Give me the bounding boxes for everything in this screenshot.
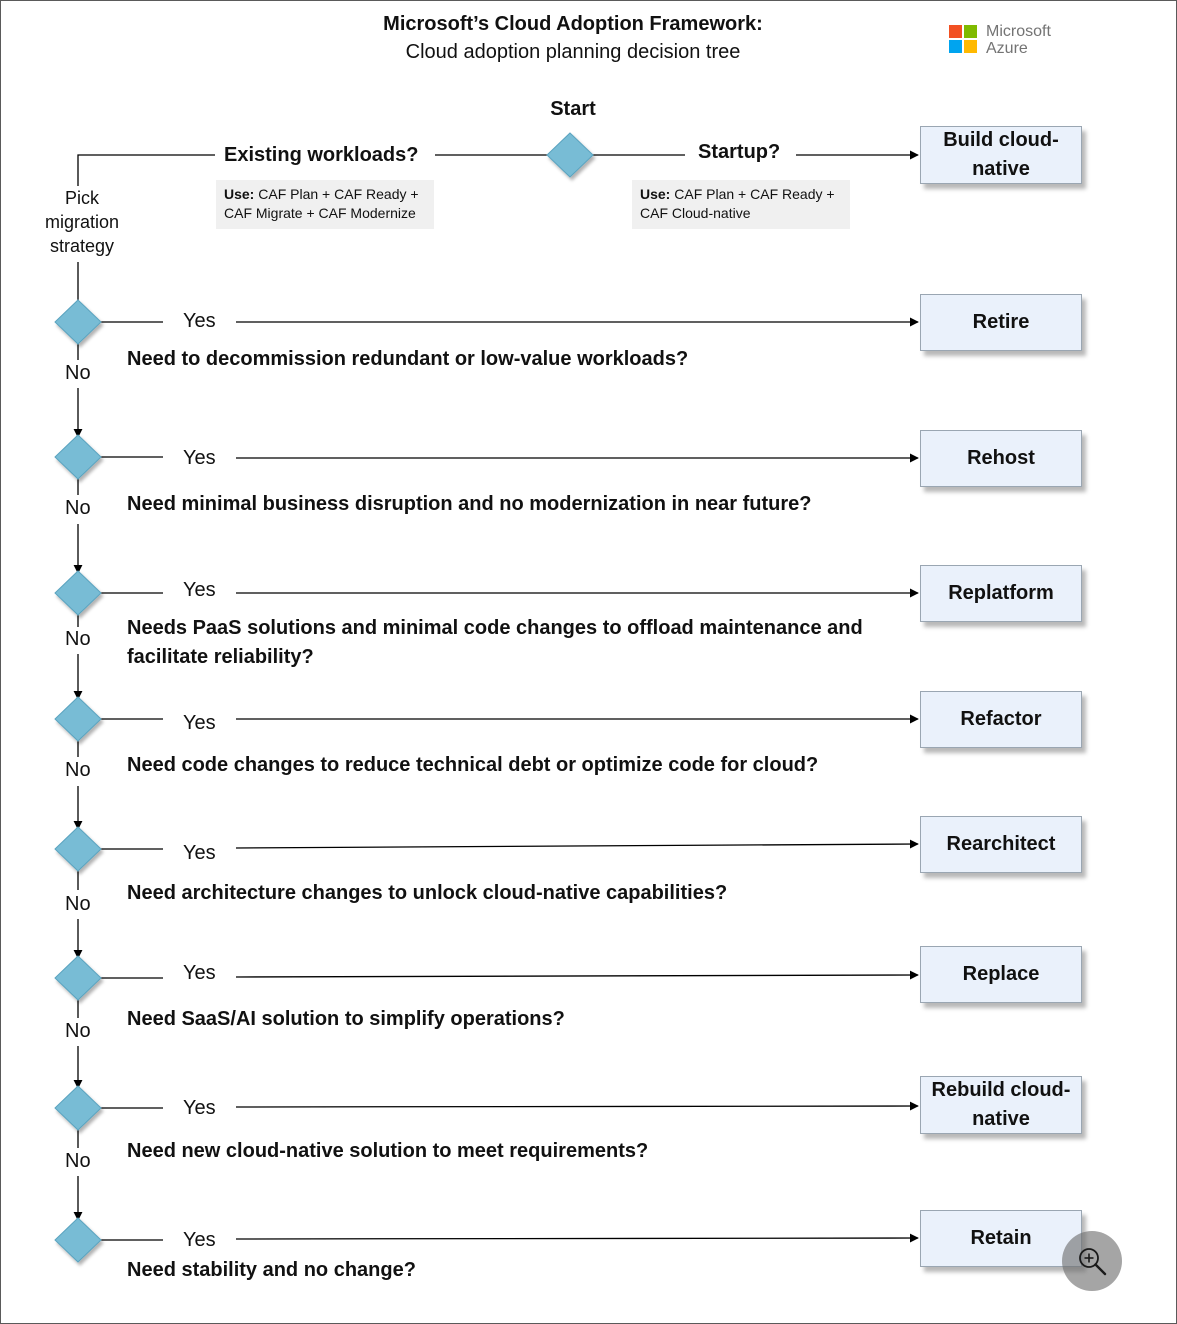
zoom-button[interactable]: [1062, 1231, 1122, 1291]
startup-use-line1: Use: CAF Plan + CAF Ready +: [640, 185, 842, 204]
question-3: Needs PaaS solutions and minimal code ch…: [127, 617, 863, 668]
decision-diamond-4: [54, 696, 102, 742]
pick-line2: migration: [44, 212, 120, 232]
zoom-in-icon: [1079, 1248, 1107, 1276]
yes-connector-7b: [235, 1101, 919, 1111]
startup-use-box: Use: CAF Plan + CAF Ready + CAF Cloud-na…: [632, 180, 850, 229]
yes-label: Yes: [183, 447, 216, 469]
question-2: Need minimal business disruption and no …: [127, 493, 812, 515]
yes-label: Yes: [183, 1097, 216, 1119]
pick-migration-strategy-label: Pick migration strategy: [30, 186, 134, 258]
existing-use-line1: Use: CAF Plan + CAF Ready +: [224, 185, 426, 204]
yes-label: Yes: [183, 310, 216, 332]
pick-line1: Pick: [64, 188, 99, 208]
logo-red-square: [949, 25, 962, 38]
outcome-rehost: Rehost: [920, 430, 1082, 487]
existing-workloads-label: Existing workloads?: [224, 144, 419, 166]
outcome-rebuild-cloud-native: Rebuild cloud- native: [920, 1076, 1082, 1134]
logo-green-square: [964, 25, 977, 38]
decision-diamond-7: [54, 1085, 102, 1131]
start-label: Start: [550, 98, 596, 120]
yes-label: Yes: [183, 579, 216, 601]
no-label: No: [65, 893, 91, 915]
existing-use-line2: CAF Migrate + CAF Modernize: [224, 205, 416, 221]
question-8: Need stability and no change?: [127, 1259, 416, 1281]
pick-line3: strategy: [49, 236, 115, 256]
outcome-build-line2: native: [972, 158, 1030, 180]
startup-use-text1: CAF Plan + CAF Ready +: [674, 186, 835, 202]
existing-use-text1: CAF Plan + CAF Ready +: [258, 186, 419, 202]
yes-label: Yes: [183, 842, 216, 864]
logo-yellow-square: [964, 40, 977, 53]
existing-use-box: Use: CAF Plan + CAF Ready + CAF Migrate …: [216, 180, 434, 229]
no-label: No: [65, 1150, 91, 1172]
question-7: Need new cloud-native solution to meet r…: [127, 1140, 649, 1162]
diagram-title: Microsoft’s Cloud Adoption Framework:: [383, 13, 763, 35]
connector-existing-pick: [77, 154, 215, 186]
decision-diamond-3: [54, 570, 102, 616]
yes-connector-8b: [235, 1233, 919, 1243]
question-6: Need SaaS/AI solution to simplify operat…: [127, 1008, 565, 1030]
logo-line2: Azure: [986, 40, 1028, 57]
decision-diamond-6: [54, 955, 102, 1001]
startup-use-prefix: Use:: [640, 186, 671, 202]
outcome-refactor: Refactor: [920, 691, 1082, 748]
no-label: No: [65, 759, 91, 781]
outcome-rebuild-line2: native: [972, 1108, 1030, 1130]
outcome-rebuild-line1: Rebuild cloud-: [931, 1079, 1071, 1101]
yes-connector-6b: [235, 970, 919, 980]
decision-diamond-1: [54, 299, 102, 345]
no-label: No: [65, 1020, 91, 1042]
outcome-build-line1: Build cloud-: [943, 129, 1059, 151]
yes-label: Yes: [183, 1229, 216, 1251]
start-decision-diamond: [546, 132, 594, 178]
outcome-replatform: Replatform: [920, 565, 1082, 622]
outcome-replace: Replace: [920, 946, 1082, 1003]
logo-line1: Microsoft: [986, 23, 1051, 40]
question-4: Need code changes to reduce technical de…: [127, 754, 819, 776]
no-label: No: [65, 628, 91, 650]
existing-use-prefix: Use:: [224, 186, 255, 202]
yes-label: Yes: [183, 712, 216, 734]
decision-diamond-8: [54, 1217, 102, 1263]
outcome-rearchitect: Rearchitect: [920, 816, 1082, 873]
diagram-subtitle: Cloud adoption planning decision tree: [405, 41, 741, 63]
logo-blue-square: [949, 40, 962, 53]
question-5: Need architecture changes to unlock clou…: [127, 882, 728, 904]
yes-connector-5b: [235, 839, 919, 849]
decision-diamond-5: [54, 826, 102, 872]
no-label: No: [65, 362, 91, 384]
startup-label: Startup?: [698, 141, 781, 163]
outcome-retain: Retain: [920, 1210, 1082, 1267]
startup-use-line2: CAF Cloud-native: [640, 205, 751, 221]
no-label: No: [65, 497, 91, 519]
yes-label: Yes: [183, 962, 216, 984]
decision-diamond-2: [54, 434, 102, 480]
outcome-retire: Retire: [920, 294, 1082, 351]
outcome-build-cloud-native: Build cloud- native: [920, 126, 1082, 184]
question-1: Need to decommission redundant or low-va…: [127, 348, 689, 370]
logo-wordmark: Microsoft Azure: [986, 23, 1051, 57]
